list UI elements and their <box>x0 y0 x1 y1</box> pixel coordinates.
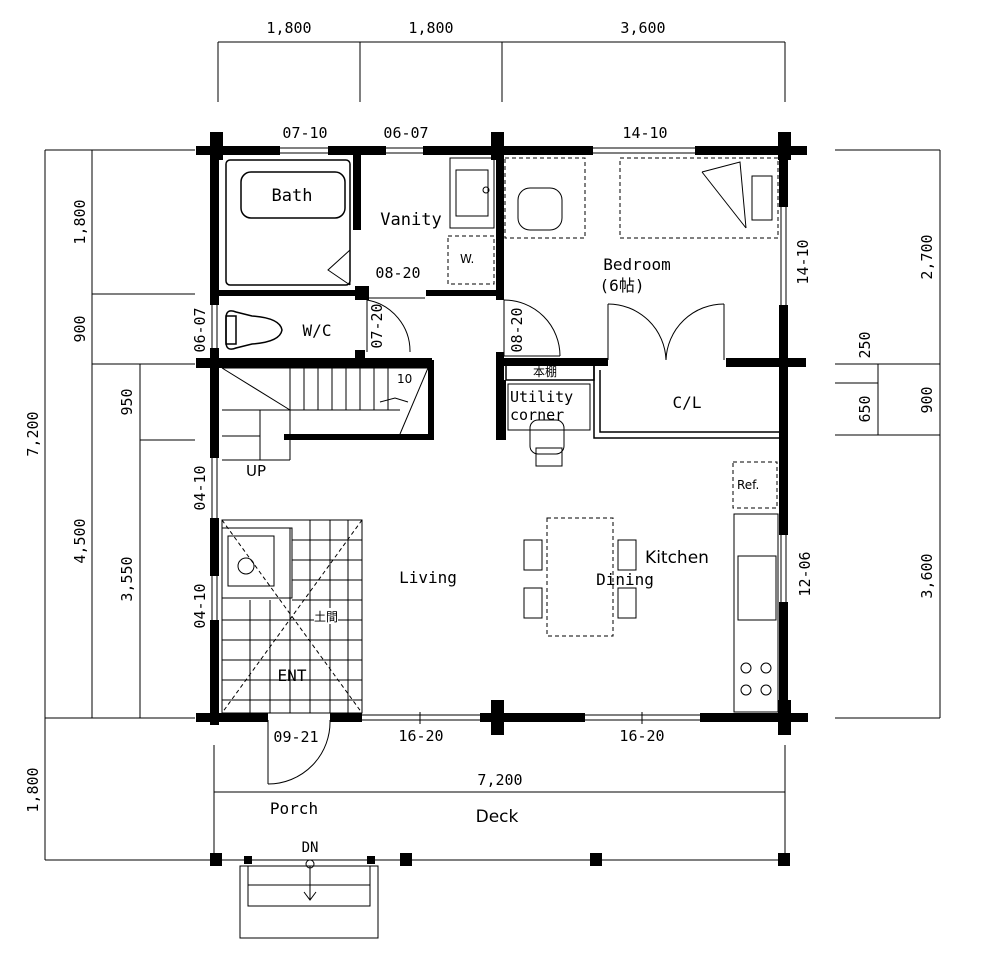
stairs <box>221 367 429 461</box>
dim-right-outer-1: 2,700 <box>918 234 936 279</box>
dim-right-inner-2: 650 <box>856 395 874 422</box>
refrigerator <box>732 461 778 509</box>
closet-doors <box>607 303 725 361</box>
deck-posts <box>210 853 790 866</box>
room-bedroom: Bedroom <box>603 255 670 274</box>
dim-top-3: 3,600 <box>620 19 665 37</box>
label-living-window-1: 04-10 <box>191 465 209 510</box>
label-living-window-2: 04-10 <box>191 583 209 628</box>
room-utility-line2: corner <box>510 406 564 424</box>
room-living: Living <box>399 568 457 587</box>
dim-right-outer-2: 900 <box>918 386 936 413</box>
dim-top-1: 1,800 <box>266 19 311 37</box>
dining-set <box>523 517 637 637</box>
room-wc: W/C <box>303 321 332 340</box>
label-vanity-window: 06-07 <box>383 124 428 142</box>
room-dining: Dining <box>596 570 654 589</box>
dim-left-outer-deck: 1,800 <box>24 767 42 812</box>
label-vanity-door: 08-20 <box>375 264 420 282</box>
toilet <box>225 310 283 350</box>
kitchen-counter <box>733 513 779 713</box>
dim-left-mid-2: 900 <box>71 315 89 342</box>
doma-label: 土間 <box>314 610 338 624</box>
stair-number: 10 <box>397 372 412 386</box>
label-entrance-door: 09-21 <box>273 728 318 746</box>
deck-stairs <box>239 859 379 939</box>
dim-right-inner-1: 250 <box>856 331 874 358</box>
label-wc-window: 06-07 <box>191 307 209 352</box>
room-porch: Porch <box>270 799 318 818</box>
room-bedroom-size: (6帖) <box>600 276 645 295</box>
room-bath: Bath <box>272 186 313 206</box>
room-vanity: Vanity <box>380 210 441 230</box>
room-entrance: ENT <box>278 666 307 685</box>
label-sliding-door-2: 16-20 <box>619 727 664 745</box>
bathtub <box>225 159 351 286</box>
label-bath-window: 07-10 <box>282 124 327 142</box>
dim-left-mid-1: 1,800 <box>71 199 89 244</box>
dim-left-outer-total: 7,200 <box>24 411 42 456</box>
bedroom-furniture <box>504 157 779 239</box>
room-kitchen: Kitchen <box>645 548 709 568</box>
label-bedroom-window-top: 14-10 <box>622 124 667 142</box>
dim-deck-width: 7,200 <box>477 771 522 789</box>
dimension-lines <box>44 41 941 861</box>
label-wc-door: 07-20 <box>368 303 386 348</box>
stair-down-label: DN <box>302 840 319 856</box>
door-swings <box>267 297 643 785</box>
room-utility-line1: Utility <box>510 388 573 406</box>
washer-area <box>447 235 495 285</box>
label-kitchen-window: 12-06 <box>796 551 814 596</box>
dim-top-2: 1,800 <box>408 19 453 37</box>
label-sliding-door-1: 16-20 <box>398 727 443 745</box>
doma-area <box>221 519 363 714</box>
room-refrigerator: Ref. <box>737 478 759 492</box>
room-deck: Deck <box>476 807 519 827</box>
dim-right-outer-3: 3,600 <box>918 553 936 598</box>
room-washer: W. <box>460 252 474 266</box>
room-shelf: 本棚 <box>533 364 557 379</box>
dim-left-inner-1: 950 <box>118 388 136 415</box>
dim-left-mid-3: 4,500 <box>71 518 89 563</box>
label-bedroom-window-right: 14-10 <box>794 239 812 284</box>
vanity-sink <box>449 157 495 229</box>
closet-area <box>500 361 780 467</box>
room-closet: C/L <box>673 393 702 412</box>
stair-up-label: UP <box>246 462 266 480</box>
label-bedroom-door: 08-20 <box>508 307 526 352</box>
dim-left-inner-2: 3,550 <box>118 556 136 601</box>
